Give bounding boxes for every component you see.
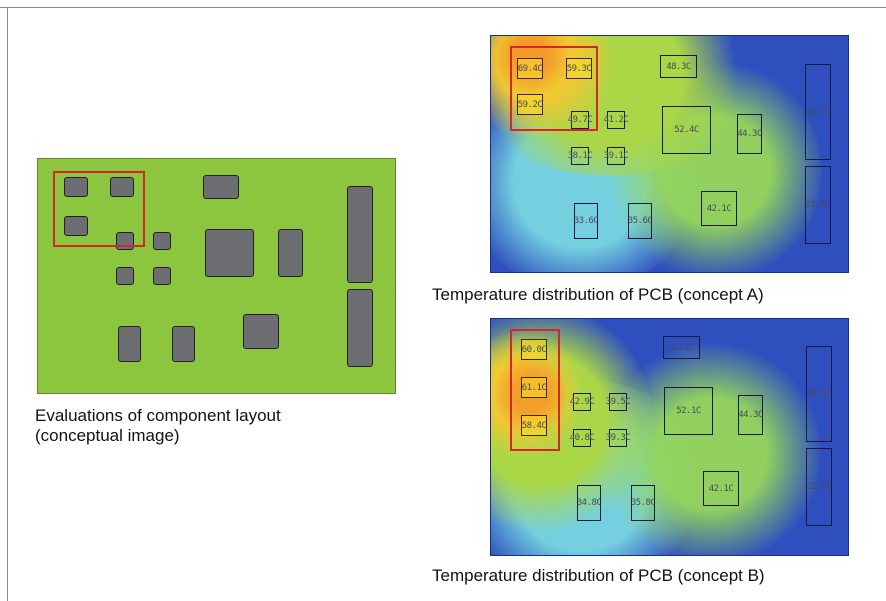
component-temperature: 35.8C: [631, 485, 656, 521]
component-temperature: 35.6C: [628, 203, 653, 239]
component: [153, 267, 171, 285]
component-temperature: 33.6C: [574, 203, 599, 239]
component-temperature: 34.8C: [577, 485, 602, 521]
component: [243, 314, 279, 349]
component: [205, 229, 254, 277]
component-temperature: 25.0C: [805, 166, 831, 244]
component-temperature: 48.3C: [660, 55, 697, 78]
component-temperature: 42.1C: [701, 191, 737, 226]
component-temperature: 39.1C: [604, 147, 629, 165]
component-temperature: 52.1C: [664, 387, 713, 435]
highlight-box-layout: [53, 171, 145, 247]
frame-left-line: [7, 7, 8, 601]
component-temperature: 35.5C: [806, 346, 832, 442]
component-temperature: 61.1C: [521, 377, 547, 398]
thermal-map-concept-b: 60.0C 42.1C 61.1C 42.9C 39.5C 52.1C 44.3…: [490, 318, 849, 556]
highlight-box-concept-a: [510, 46, 598, 131]
component-temperature: 40.8C: [570, 429, 595, 447]
layout-caption-line2: (conceptual image): [35, 426, 180, 445]
component-temperature: 52.4C: [662, 106, 711, 154]
component-temperature: 44.3C: [738, 395, 763, 435]
component: [116, 267, 134, 285]
frame-top-line: [0, 7, 886, 8]
component: [347, 289, 373, 367]
component: [347, 186, 373, 283]
layout-caption-line1: Evaluations of component layout: [35, 406, 281, 425]
component-temperature: 59.3C: [566, 58, 592, 79]
component-temperature: 39.3C: [606, 429, 631, 447]
highlight-box-concept-b: [510, 329, 560, 451]
component-temperature: 44.3C: [737, 114, 762, 154]
component-temperature: 49.7C: [568, 111, 593, 129]
component: [278, 229, 303, 277]
pcb-layout-board: [37, 158, 396, 394]
component: [153, 232, 171, 250]
component-temperature: 39.5C: [606, 393, 631, 411]
component-temperature: 58.4C: [521, 415, 547, 436]
thermal-map-concept-a: 69.4C 59.3C 48.3C 59.2C 49.7C 41.2C 52.4…: [490, 35, 849, 273]
component-temperature: 38.1C: [568, 147, 593, 165]
component-temperature: 25.0C: [806, 448, 832, 526]
component: [118, 326, 141, 362]
component: [64, 177, 88, 197]
component-temperature: 42.1C: [703, 471, 739, 506]
component-temperature: 59.2C: [517, 94, 543, 115]
concept-a-caption: Temperature distribution of PCB (concept…: [432, 285, 764, 304]
component: [203, 175, 239, 199]
component: [64, 216, 88, 236]
concept-b-caption: Temperature distribution of PCB (concept…: [432, 566, 765, 585]
component-temperature: 41.2C: [604, 111, 629, 129]
component-temperature: 42.9C: [570, 393, 595, 411]
component-temperature: 36.5C: [805, 64, 831, 160]
component-temperature: 60.0C: [521, 339, 547, 360]
component: [172, 326, 195, 362]
component-temperature: 42.1C: [663, 336, 700, 359]
component-temperature: 69.4C: [517, 58, 543, 79]
component: [110, 177, 134, 197]
